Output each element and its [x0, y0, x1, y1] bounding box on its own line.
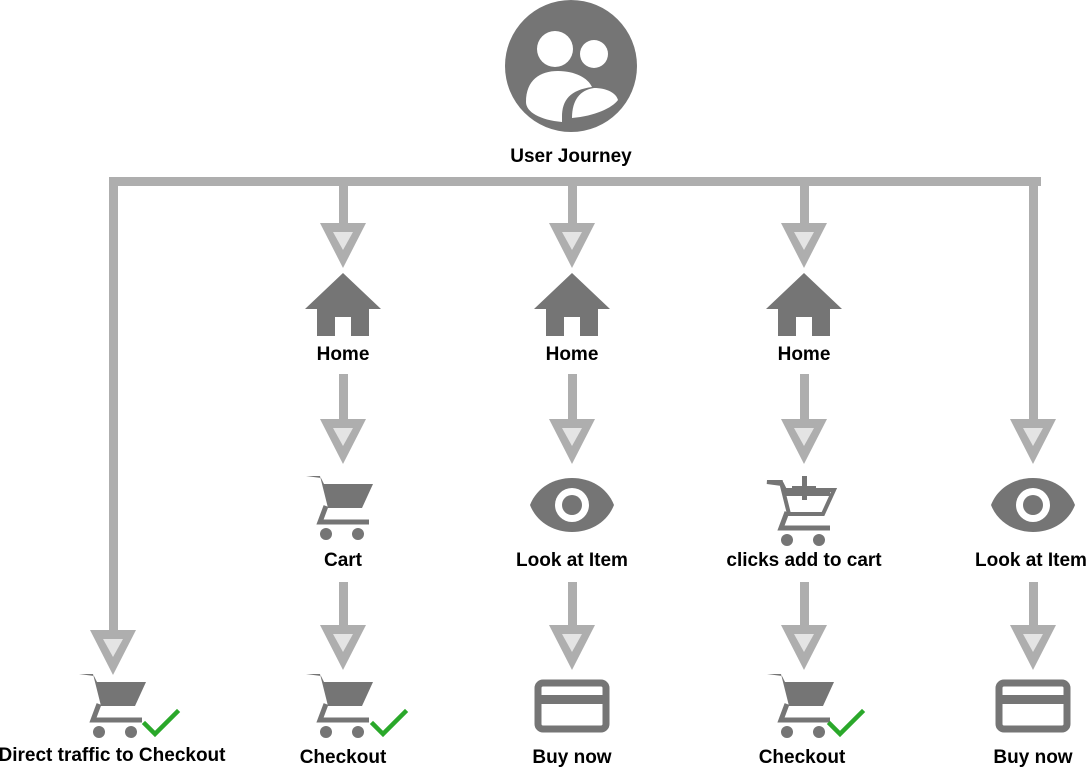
connector-vertical — [1029, 582, 1038, 626]
checkout-cart-icon — [767, 674, 834, 738]
cart-icon — [306, 476, 373, 540]
credit-card-icon — [534, 679, 610, 733]
home-icon — [534, 273, 610, 336]
connector-vertical — [339, 374, 348, 420]
home-icon — [766, 273, 842, 336]
step-label-home: Home — [545, 344, 599, 365]
checkout-cart-icon — [79, 674, 146, 738]
eye-icon — [991, 478, 1075, 532]
arrow-down-icon — [320, 625, 366, 670]
arrow-down-icon — [781, 223, 827, 268]
root-label: User Journey — [510, 146, 632, 167]
check-icon — [141, 708, 181, 738]
connector-vertical — [568, 374, 577, 420]
arrow-down-icon — [320, 419, 366, 464]
step-label-look-at-item: Look at Item — [516, 550, 628, 571]
arrow-down-icon — [781, 625, 827, 670]
arrow-down-icon — [549, 625, 595, 670]
checkout-cart-icon — [306, 674, 373, 738]
eye-icon — [530, 478, 614, 532]
step-label-direct-checkout: Direct traffic to Checkout — [0, 745, 226, 766]
connector-vertical — [568, 582, 577, 626]
home-icon — [305, 273, 381, 336]
arrow-down-icon — [1010, 419, 1056, 464]
arrow-down-icon — [1010, 625, 1056, 670]
check-icon — [369, 708, 409, 738]
connector-horizontal — [109, 177, 1041, 186]
arrow-down-icon — [90, 630, 136, 675]
connector-vertical — [1029, 177, 1038, 419]
connector-vertical — [800, 582, 809, 626]
step-label-checkout: Checkout — [299, 747, 387, 768]
step-label-buy-now: Buy now — [993, 747, 1073, 768]
user-group-icon — [505, 0, 637, 132]
step-label-checkout: Checkout — [758, 747, 846, 768]
connector-vertical — [109, 177, 118, 632]
check-icon — [826, 708, 866, 738]
connector-vertical — [568, 186, 577, 224]
connector-vertical — [800, 374, 809, 420]
step-label-cart: Cart — [323, 550, 363, 571]
connector-vertical — [339, 186, 348, 224]
step-label-add-to-cart: clicks add to cart — [726, 550, 882, 571]
add-to-cart-icon — [766, 476, 838, 546]
connector-vertical — [800, 186, 809, 224]
arrow-down-icon — [549, 419, 595, 464]
step-label-home: Home — [777, 344, 831, 365]
step-label-buy-now: Buy now — [532, 747, 612, 768]
connector-vertical — [339, 582, 348, 626]
arrow-down-icon — [320, 223, 366, 268]
step-label-look-at-item: Look at Item — [975, 550, 1087, 571]
step-label-home: Home — [316, 344, 370, 365]
credit-card-icon — [995, 679, 1071, 733]
arrow-down-icon — [781, 419, 827, 464]
arrow-down-icon — [549, 223, 595, 268]
connector-tree — [109, 177, 1041, 632]
